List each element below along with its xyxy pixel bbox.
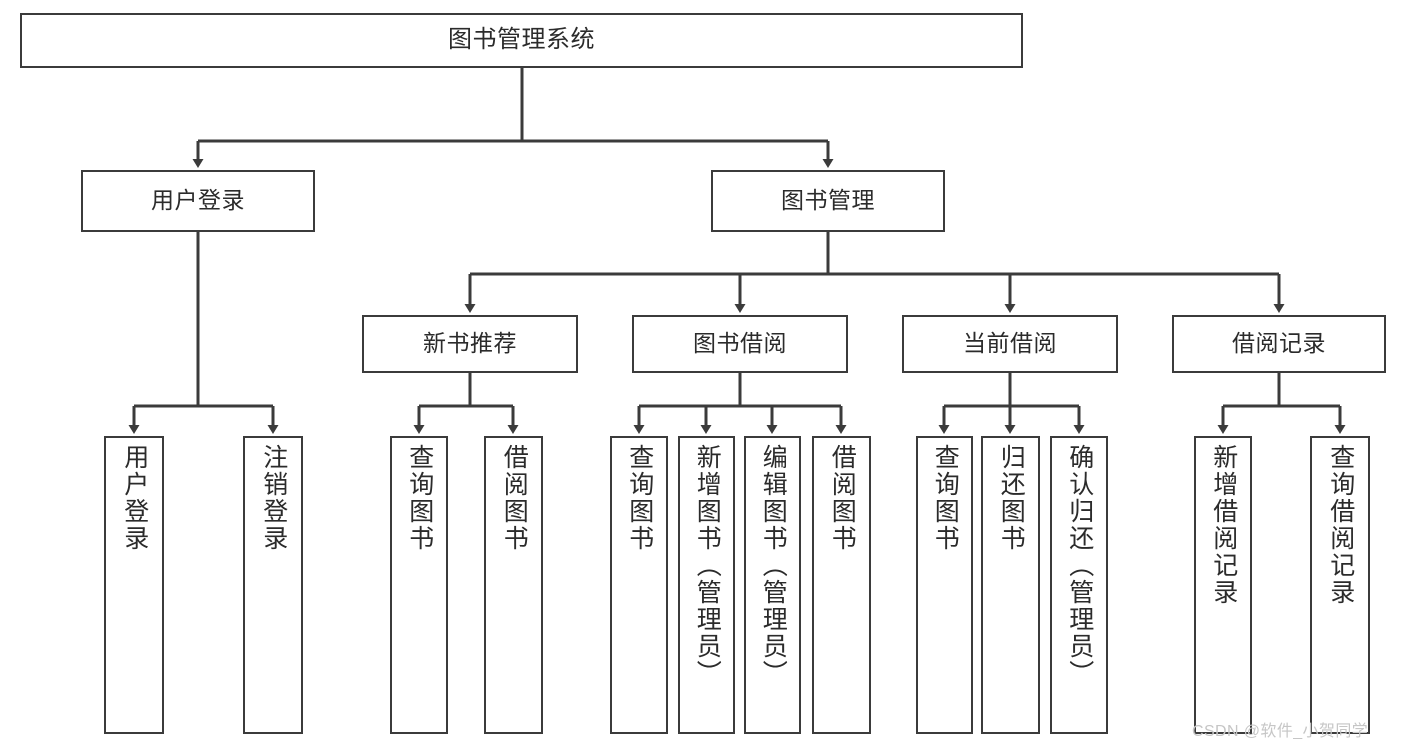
leaf-leaf-query-record[interactable]: 查询借阅记录 xyxy=(1310,436,1370,734)
node-current-borrow-label: 当前借阅 xyxy=(963,330,1057,357)
node-root-label: 图书管理系统 xyxy=(448,26,595,54)
leaf-leaf-query-book-1-label: 查询图书 xyxy=(405,444,434,552)
node-book-borrow-label: 图书借阅 xyxy=(693,330,787,357)
leaf-leaf-query-book-2-label: 查询图书 xyxy=(625,444,654,552)
leaf-leaf-return-book-label: 归还图书 xyxy=(997,444,1026,552)
leaf-leaf-confirm-return[interactable]: 确认归还（管理员） xyxy=(1050,436,1108,734)
leaf-leaf-add-book[interactable]: 新增图书（管理员） xyxy=(678,436,735,734)
leaf-leaf-query-book-3-label: 查询图书 xyxy=(931,444,960,552)
node-new-book-recommend[interactable]: 新书推荐 xyxy=(362,315,578,373)
node-borrow-record-label: 借阅记录 xyxy=(1232,330,1326,357)
node-user-login[interactable]: 用户登录 xyxy=(81,170,315,232)
node-root[interactable]: 图书管理系统 xyxy=(20,13,1023,68)
leaf-leaf-confirm-return-label: 确认归还（管理员） xyxy=(1065,444,1094,687)
node-borrow-record[interactable]: 借阅记录 xyxy=(1172,315,1386,373)
watermark: CSDN @软件_小贺同学 xyxy=(1192,723,1369,740)
node-current-borrow[interactable]: 当前借阅 xyxy=(902,315,1118,373)
leaf-leaf-add-book-label: 新增图书（管理员） xyxy=(693,444,722,687)
leaf-leaf-borrow-book-2-label: 借阅图书 xyxy=(828,444,857,552)
leaf-leaf-edit-book-label: 编辑图书（管理员） xyxy=(759,444,788,687)
node-book-borrow[interactable]: 图书借阅 xyxy=(632,315,848,373)
leaf-leaf-add-record-label: 新增借阅记录 xyxy=(1209,444,1238,606)
leaf-leaf-user-login-label: 用户登录 xyxy=(120,444,149,552)
leaf-leaf-edit-book[interactable]: 编辑图书（管理员） xyxy=(744,436,801,734)
leaf-leaf-borrow-book-1-label: 借阅图书 xyxy=(500,444,529,552)
leaf-leaf-add-record[interactable]: 新增借阅记录 xyxy=(1194,436,1252,734)
leaf-leaf-logout[interactable]: 注销登录 xyxy=(243,436,303,734)
leaf-leaf-borrow-book-1[interactable]: 借阅图书 xyxy=(484,436,543,734)
leaf-leaf-query-book-1[interactable]: 查询图书 xyxy=(390,436,448,734)
node-user-login-label: 用户登录 xyxy=(151,187,245,214)
leaf-leaf-return-book[interactable]: 归还图书 xyxy=(981,436,1040,734)
node-book-manage[interactable]: 图书管理 xyxy=(711,170,945,232)
leaf-leaf-query-book-3[interactable]: 查询图书 xyxy=(916,436,973,734)
node-book-manage-label: 图书管理 xyxy=(781,187,875,214)
leaf-leaf-query-book-2[interactable]: 查询图书 xyxy=(610,436,668,734)
leaf-leaf-borrow-book-2[interactable]: 借阅图书 xyxy=(812,436,871,734)
leaf-leaf-logout-label: 注销登录 xyxy=(259,444,288,552)
leaf-leaf-query-record-label: 查询借阅记录 xyxy=(1326,444,1355,606)
leaf-leaf-user-login[interactable]: 用户登录 xyxy=(104,436,164,734)
node-new-book-recommend-label: 新书推荐 xyxy=(423,330,517,357)
